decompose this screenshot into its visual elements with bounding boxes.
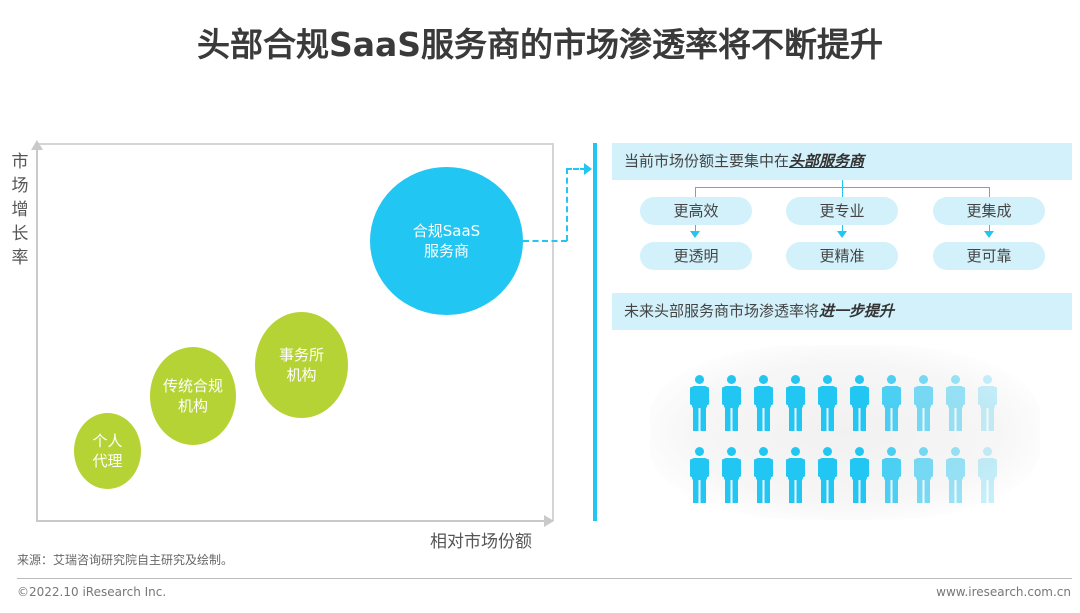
down-arrow-icon [984, 231, 994, 238]
bubble-label: 合规SaaS [412, 222, 481, 240]
person-icon [946, 375, 965, 431]
tree-connector [842, 180, 843, 188]
bubble-label: 传统合规 [162, 377, 223, 395]
y-axis-arrow-icon [31, 140, 43, 150]
y-label-char: 长 [11, 224, 29, 244]
person-icon [754, 447, 773, 503]
person-icon [882, 375, 901, 431]
person-icon [946, 447, 965, 503]
arrow-stem [695, 225, 696, 231]
person-icon [786, 375, 805, 431]
person-icon [914, 375, 933, 431]
person-icon [978, 447, 997, 503]
pill-more-transparent: 更透明 [640, 242, 752, 270]
connector-dashed-line [566, 168, 568, 241]
pill-more-professional: 更专业 [786, 197, 898, 225]
bubble-label: 事务所 [278, 346, 324, 364]
pill-more-reliable: 更可靠 [933, 242, 1045, 270]
website-link[interactable]: www.iresearch.com.cn [936, 585, 1071, 599]
bubble-label: 机构 [286, 366, 317, 384]
tree-connector [842, 187, 843, 197]
connector-arrow-icon [584, 163, 592, 175]
people-icon-grid [690, 375, 1010, 519]
pill-more-integrated: 更集成 [933, 197, 1045, 225]
pill-more-efficient: 更高效 [640, 197, 752, 225]
bubble-individual-agent: 个人代理 [74, 413, 141, 489]
x-axis-arrow-icon [544, 515, 554, 527]
bubble-label: 个人 [92, 432, 123, 450]
y-axis [36, 146, 38, 522]
arrow-stem [842, 225, 843, 231]
person-icon [722, 375, 741, 431]
divider-bar [593, 143, 597, 521]
arrow-stem [989, 225, 990, 231]
world-map-background [650, 345, 1040, 520]
page-title: 头部合规SaaS服务商的市场渗透率将不断提升 [196, 25, 884, 64]
down-arrow-icon [690, 231, 700, 238]
person-icon [690, 375, 709, 431]
y-label-char: 增 [11, 200, 29, 220]
y-label-char: 率 [11, 248, 29, 268]
person-icon [914, 447, 933, 503]
connector-dashed-line [523, 240, 567, 242]
people-row [690, 375, 1010, 431]
tree-connector [695, 187, 696, 197]
y-axis-label: 市 场 增 长 率 [10, 150, 30, 270]
bubble-label: 机构 [177, 397, 208, 415]
source-note: 来源：艾瑞咨询研究院自主研究及绘制。 [17, 553, 234, 567]
people-row [690, 447, 1010, 503]
copyright: ©2022.10 iResearch Inc. [17, 585, 167, 599]
banner-emphasis: 头部服务商 [789, 152, 865, 170]
banner-emphasis: 进一步提升 [819, 302, 895, 320]
person-icon [690, 447, 709, 503]
tree-connector [989, 187, 990, 197]
chart-frame [37, 143, 554, 521]
banner-future-penetration: 未来头部服务商市场渗透率将进一步提升 [612, 293, 1072, 330]
banner-text: 未来头部服务商市场渗透率将 [624, 302, 820, 320]
connector-dashed-line [566, 168, 586, 170]
bubble-traditional-compliance: 传统合规机构 [150, 347, 236, 445]
bubble-compliance-saas: 合规SaaS 服务商 [370, 167, 523, 315]
pill-more-precise: 更精准 [786, 242, 898, 270]
person-icon [818, 375, 837, 431]
x-axis [37, 520, 547, 522]
person-icon [786, 447, 805, 503]
person-icon [978, 375, 997, 431]
bubble-label: 代理 [92, 452, 123, 470]
down-arrow-icon [837, 231, 847, 238]
bubble-label: 服务商 [423, 242, 469, 260]
footer-divider [17, 578, 1072, 579]
person-icon [754, 375, 773, 431]
person-icon [850, 375, 869, 431]
person-icon [818, 447, 837, 503]
bubble-firm-institution: 事务所机构 [255, 312, 348, 418]
person-icon [722, 447, 741, 503]
banner-text: 当前市场份额主要集中在 [624, 152, 790, 170]
y-label-char: 市 [11, 152, 29, 172]
y-label-char: 场 [11, 176, 29, 196]
person-icon [882, 447, 901, 503]
x-axis-label: 相对市场份额 [430, 532, 532, 552]
banner-current-share: 当前市场份额主要集中在头部服务商 [612, 143, 1072, 180]
person-icon [850, 447, 869, 503]
